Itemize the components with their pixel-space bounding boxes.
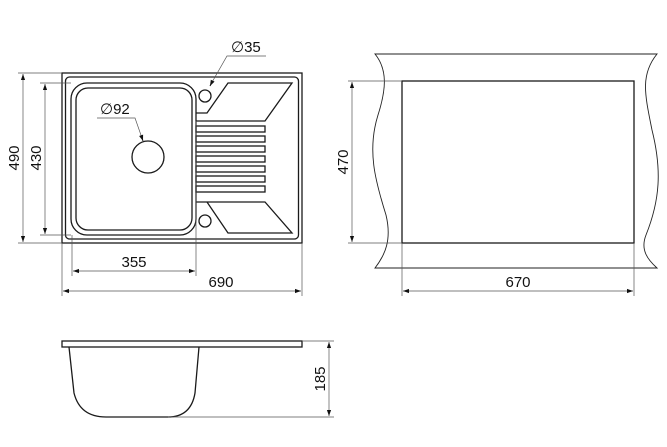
hole-diameter-label: ∅35 xyxy=(231,39,261,56)
drain-groove xyxy=(195,165,266,173)
sink-outline xyxy=(61,72,303,244)
drain-diameter-label: ∅92 xyxy=(100,101,130,118)
cutout-view: 470 670 xyxy=(335,53,659,296)
width-total-label: 690 xyxy=(208,274,233,291)
drain-groove xyxy=(195,125,266,133)
height-total-label: 490 xyxy=(6,145,23,170)
drainboard xyxy=(195,82,294,234)
drain-leader xyxy=(97,117,143,139)
drain-circle xyxy=(131,140,165,174)
faucet-hole-bottom xyxy=(198,214,212,228)
drain-groove xyxy=(195,175,266,183)
drain-groove xyxy=(195,155,266,163)
sink-rim xyxy=(64,76,300,240)
hole-leader xyxy=(210,55,266,85)
sink-top-plate xyxy=(61,340,303,348)
height-bowl-label: 430 xyxy=(28,145,45,170)
cutout-height-label: 470 xyxy=(335,149,352,174)
drain-groove xyxy=(195,145,266,153)
drain-groove xyxy=(195,135,266,143)
depth-label: 185 xyxy=(312,366,329,391)
cutout-width-label: 670 xyxy=(505,274,530,291)
cutout-rect xyxy=(401,80,635,244)
countertop-break xyxy=(372,53,659,269)
drain-groove xyxy=(195,185,266,193)
faucet-hole-top xyxy=(198,89,212,103)
top-view: ∅92 ∅35 490 430 355 690 xyxy=(6,39,303,296)
side-view: 185 xyxy=(61,340,334,418)
bowl-profile xyxy=(68,346,200,418)
bowl-outer xyxy=(70,82,197,236)
bowl-inner xyxy=(75,87,193,231)
width-bowl-label: 355 xyxy=(121,254,146,271)
